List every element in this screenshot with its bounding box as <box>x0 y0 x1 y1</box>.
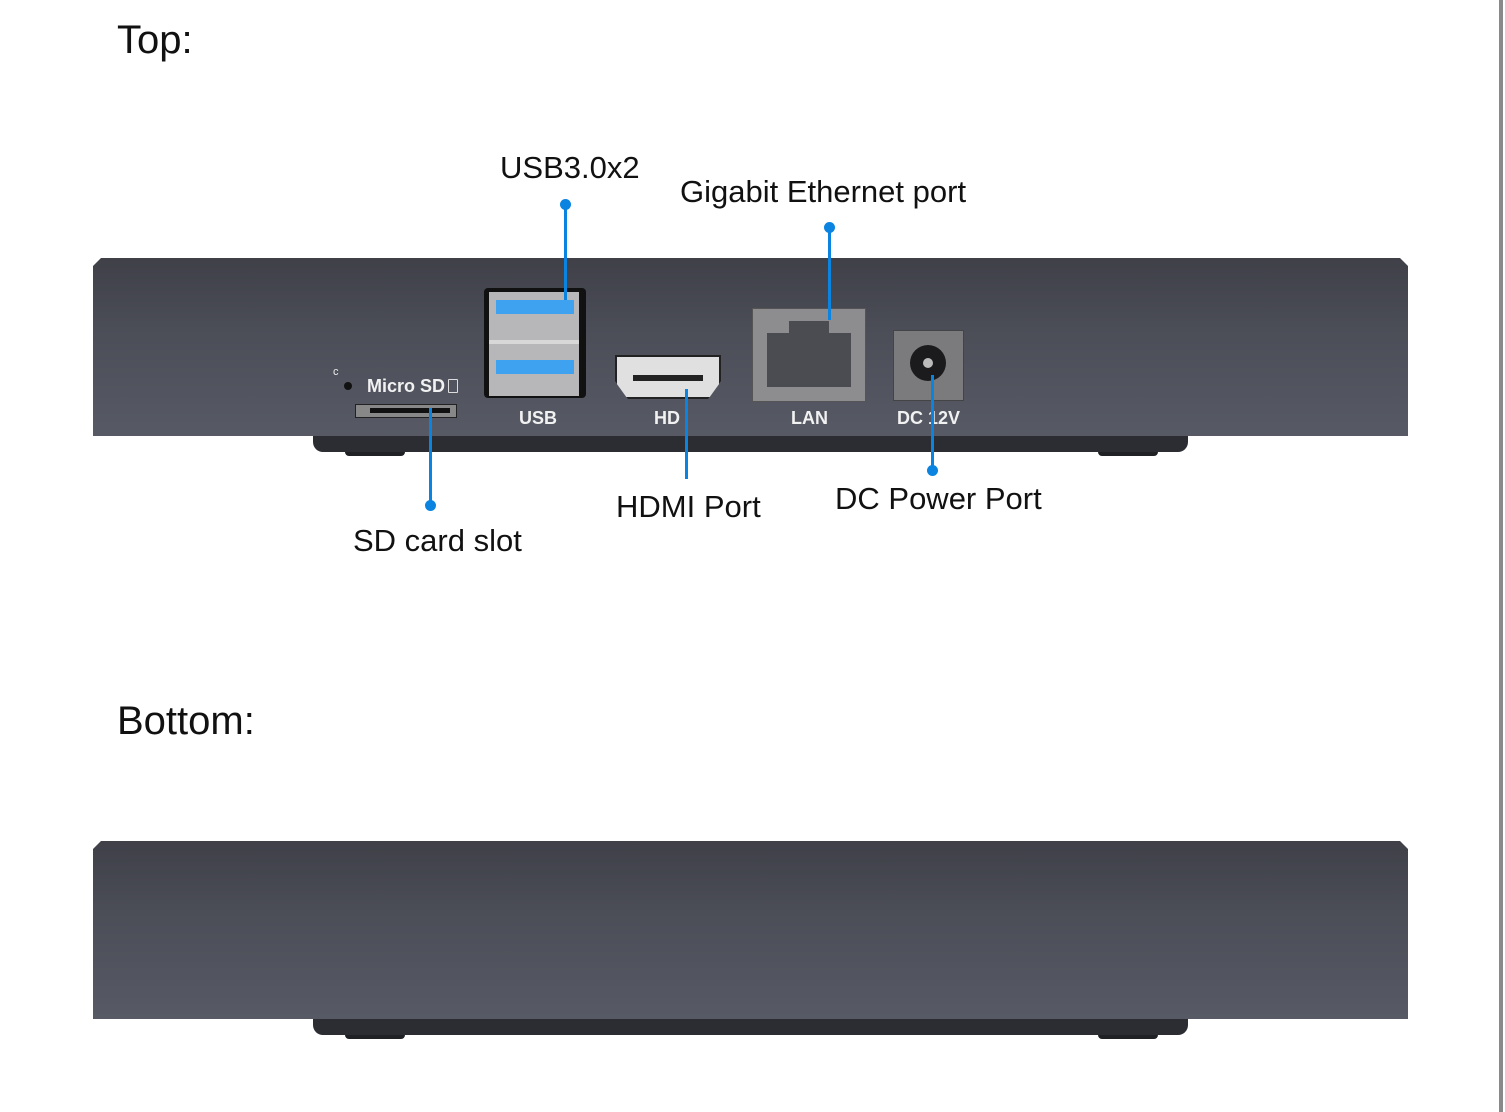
device-base <box>313 436 1188 452</box>
usb-callout-label: USB3.0x2 <box>500 150 640 185</box>
sd-callout-dot <box>425 500 436 511</box>
bottom-heading: Bottom: <box>117 699 255 743</box>
top-heading: Top: <box>117 18 193 62</box>
micro-sd-label: Micro SD <box>367 376 446 396</box>
ethernet-callout-line <box>828 227 831 320</box>
device-foot <box>345 1035 405 1039</box>
hdmi-callout-label: HDMI Port <box>616 489 761 524</box>
ethernet-callout-label: Gigabit Ethernet port <box>680 174 967 209</box>
hd-label: HD <box>654 408 680 428</box>
device-body <box>93 841 1408 1019</box>
sd-callout-label: SD card slot <box>353 523 522 558</box>
reset-icon: c <box>333 366 339 378</box>
dc-label: DC 12V <box>897 408 961 428</box>
hdmi-port <box>615 355 721 399</box>
dc-callout-dot <box>927 465 938 476</box>
lan-label: LAN <box>791 408 828 428</box>
dc-power-port <box>893 330 964 401</box>
sd-card-icon <box>448 379 458 393</box>
sd-card-slot <box>355 404 457 418</box>
sd-callout-line <box>429 408 432 505</box>
lan-port <box>752 308 866 402</box>
dc-callout-label: DC Power Port <box>835 481 1042 516</box>
page-edge <box>1499 0 1503 1112</box>
hdmi-callout-line <box>685 389 688 479</box>
usb-label: USB <box>519 408 558 428</box>
usb-callout-line <box>564 204 567 300</box>
device-foot <box>345 452 405 456</box>
device-body <box>93 258 1408 436</box>
reset-button <box>344 382 352 390</box>
dc-callout-line <box>931 375 934 470</box>
device-base <box>313 1019 1188 1035</box>
device-foot <box>1098 1035 1158 1039</box>
usb-port <box>484 288 586 398</box>
device-foot <box>1098 452 1158 456</box>
